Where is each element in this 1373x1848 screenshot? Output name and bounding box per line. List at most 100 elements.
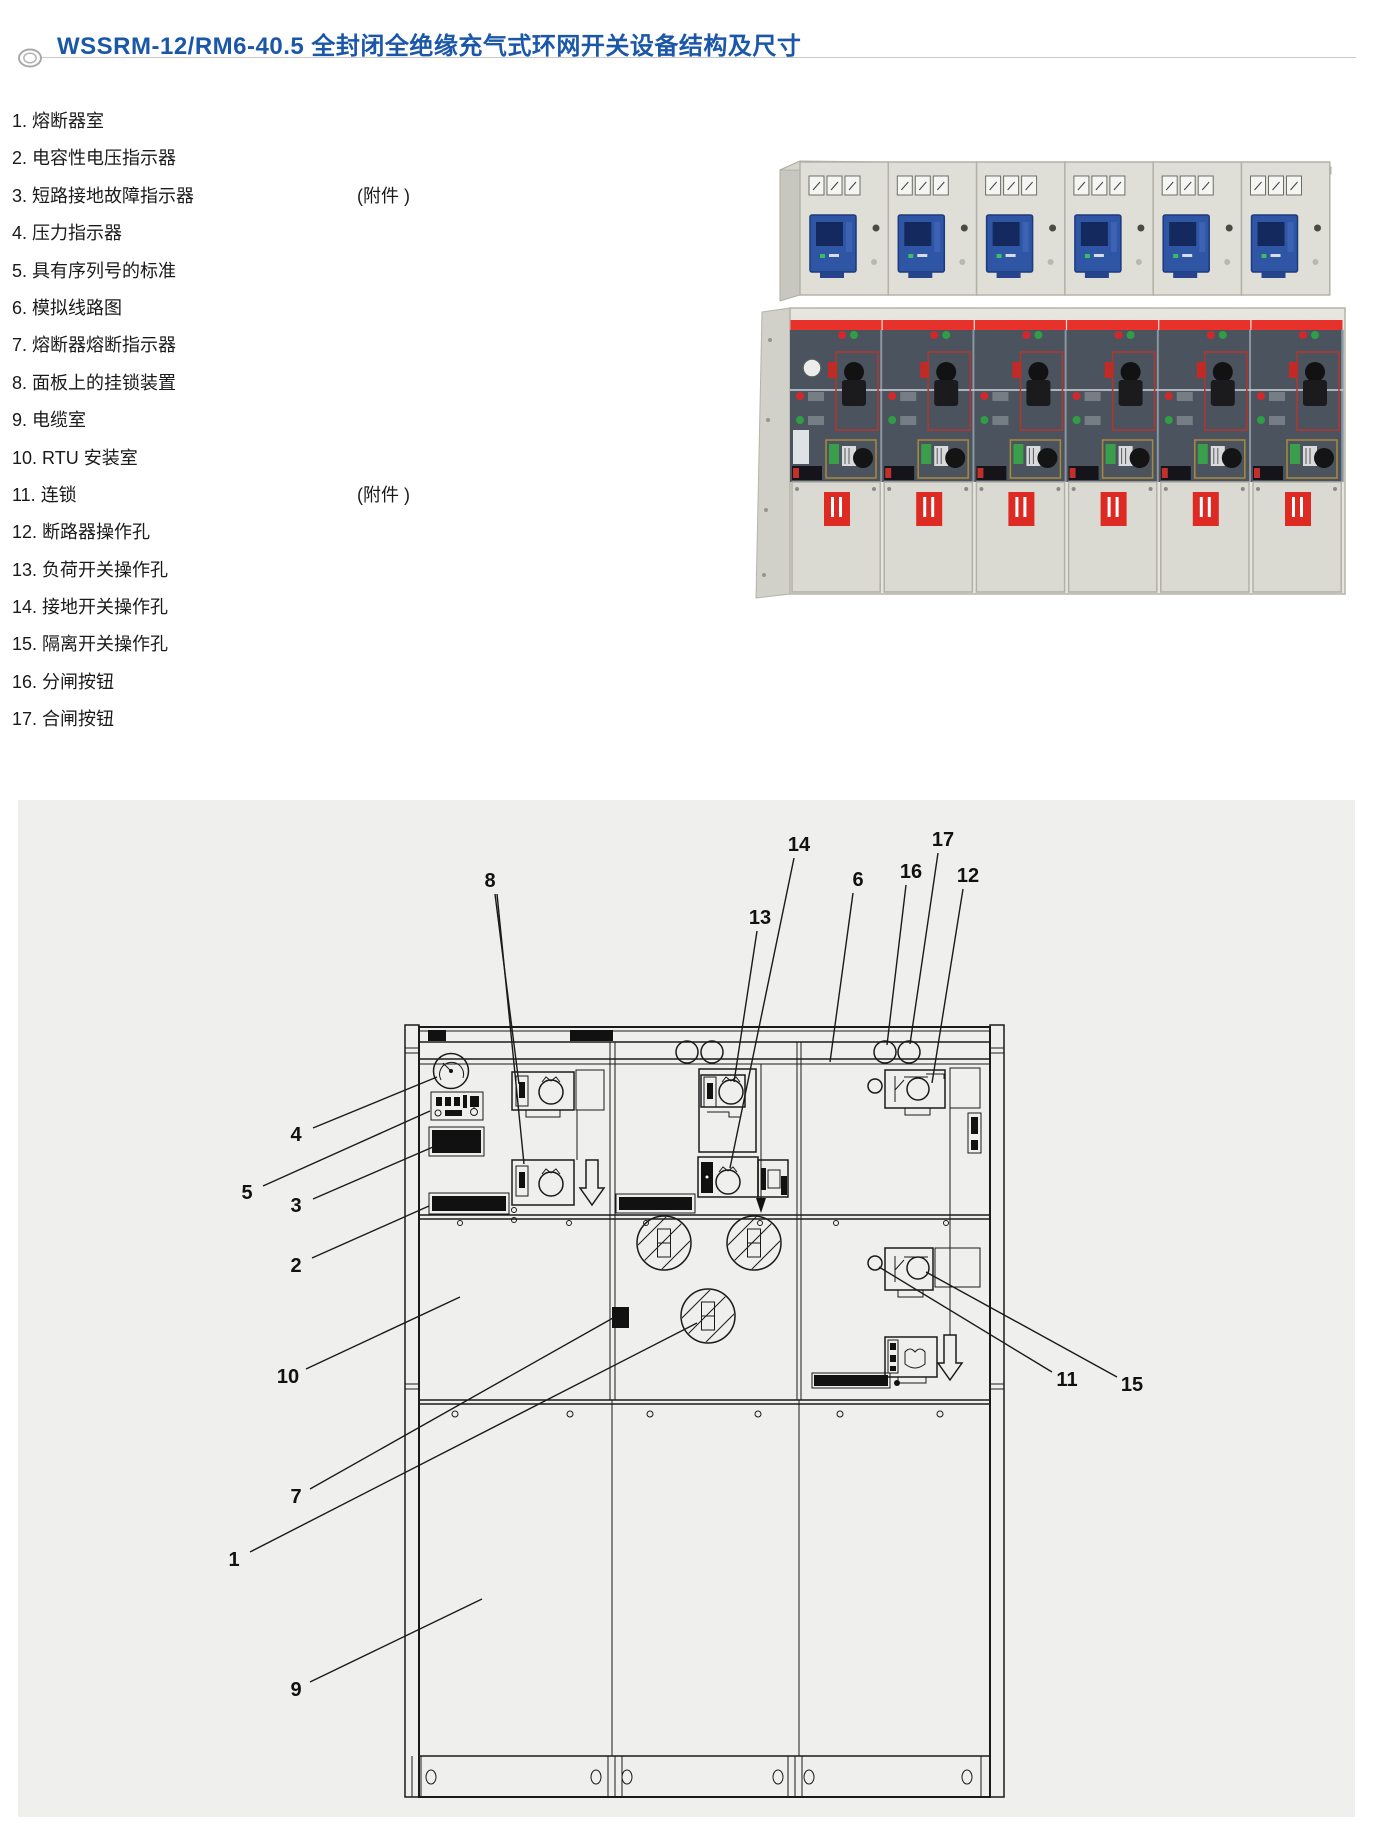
photo-relay-panel-3 <box>975 161 1066 296</box>
photo-switch-bay-2 <box>880 318 976 594</box>
parts-list-item-2: 2. 电容性电压指示器 <box>12 140 652 177</box>
photo-relay-panel-2 <box>887 161 978 296</box>
parts-list-item-15: 15. 隔离开关操作孔 <box>12 626 652 663</box>
right-bay-earthing-mech <box>884 1336 938 1384</box>
part-label: 6. 模拟线路图 <box>12 297 123 318</box>
parts-list-item-10: 10. RTU 安装室 <box>12 440 652 477</box>
cable-arrow <box>579 1159 605 1206</box>
part-label: 17. 合闸按钮 <box>12 709 115 730</box>
callout-number-4: 4 <box>290 1124 302 1146</box>
pressure-gauge <box>432 1052 470 1090</box>
callout-number-9: 9 <box>290 1679 301 1701</box>
photo-pressure-gauge <box>802 358 822 378</box>
callout-leader-14 <box>729 857 795 1169</box>
photo-relay-panel-5 <box>1152 161 1243 296</box>
part-label: 1. 熔断器室 <box>12 111 105 131</box>
callout-number-10: 10 <box>277 1366 299 1388</box>
callout-number-2: 2 <box>290 1255 301 1277</box>
part-label: 9. 电缆室 <box>12 410 87 431</box>
fuse-symbols <box>624 1203 788 1350</box>
callout-leader-7 <box>309 1317 614 1490</box>
photo-switch-bay-5 <box>1157 318 1253 594</box>
parts-list-item-11: 11. 连锁 (附件 ) <box>12 477 652 514</box>
photo-top-panels <box>799 161 1331 296</box>
right-bay-breaker-mech <box>867 1067 981 1116</box>
parts-list-item-5: 5. 具有序列号的标准 <box>12 253 652 290</box>
callout-leader-2 <box>311 1205 430 1259</box>
parts-list-item-8: 8. 面板上的挂锁装置 <box>12 365 652 402</box>
cabinet-side-rails <box>404 1024 1005 1798</box>
part-label: 4. 压力指示器 <box>12 223 123 244</box>
panel-screws <box>451 1220 949 1418</box>
cabinet-outline <box>418 1026 991 1798</box>
parts-list-item-17: 17. 合闸按钮 <box>12 701 652 738</box>
voltage-indicator-window <box>428 1192 517 1223</box>
fault-indicator-window <box>428 1126 485 1157</box>
parts-list-item-4: 4. 压力指示器 <box>12 215 652 252</box>
title-underline <box>40 57 1356 58</box>
photo-relay-panel-6 <box>1240 161 1331 296</box>
callout-number-14: 14 <box>788 834 811 856</box>
left-bay-upper-mech <box>511 1069 605 1118</box>
callout-number-13: 13 <box>749 907 771 929</box>
diagram-background <box>18 800 1355 1817</box>
serial-nameplate <box>430 1091 484 1121</box>
lifting-slot <box>428 1030 446 1041</box>
parts-list-item-16: 16. 分闸按钮 <box>12 664 652 701</box>
callout-leader-6 <box>829 892 854 1063</box>
page-title: WSSRM-12/RM6-40.5 全封闭全绝缘充气式环网开关设备结构及尺寸 <box>57 33 802 60</box>
callout-number-1: 1 <box>228 1549 239 1571</box>
parts-list-item-1: 1. 熔断器室 <box>12 103 652 140</box>
callout-number-3: 3 <box>290 1195 301 1217</box>
callout-leader-1 <box>249 1322 698 1553</box>
parts-list: 1. 熔断器室 2. 电容性电压指示器 3. 短路接地故障指示器(附件 ) 4. 压力… <box>12 103 652 739</box>
photo-switch-bay-4 <box>1065 318 1161 594</box>
lifting-slot <box>570 1030 613 1041</box>
parts-list-item-13: 13. 负荷开关操作孔 <box>12 552 652 589</box>
callout-leader-9 <box>309 1598 483 1683</box>
parts-list-item-12: 12. 断路器操作孔 <box>12 514 652 551</box>
callout-number-12: 12 <box>957 865 979 887</box>
parts-list-item-6: 6. 模拟线路图 <box>12 290 652 327</box>
callout-leader-3 <box>312 1146 434 1200</box>
bay-dividers <box>609 1042 802 1756</box>
product-photo <box>755 160 1346 599</box>
middle-voltage-indicator-window <box>615 1193 696 1214</box>
part-note: (附件 ) <box>357 484 410 505</box>
part-label: 16. 分闸按钮 <box>12 671 115 692</box>
callout-number-5: 5 <box>241 1182 252 1204</box>
ring-icon <box>18 48 42 68</box>
callout-leader-8 <box>496 893 525 1165</box>
part-label: 12. 断路器操作孔 <box>12 522 151 543</box>
callout-leader-15 <box>925 1271 1118 1378</box>
photo-relay-panel-4 <box>1064 161 1154 296</box>
right-bay-selector-device <box>967 1112 982 1154</box>
part-label: 8. 面板上的挂锁装置 <box>12 372 177 393</box>
photo-document-holder <box>793 430 809 464</box>
callout-number-15: 15 <box>1121 1374 1143 1396</box>
callout-number-16: 16 <box>900 861 922 883</box>
callout-number-17: 17 <box>932 829 954 851</box>
parts-list-item-9: 9. 电缆室 <box>12 402 652 439</box>
pushbutton-circles <box>675 1040 921 1064</box>
callout-leader-4 <box>312 1076 438 1129</box>
right-cable-arrow <box>937 1334 963 1381</box>
parts-list-item-3: 3. 短路接地故障指示器(附件 ) <box>12 178 652 215</box>
fuse-blown-indicator <box>612 1307 629 1328</box>
callout-number-8: 8 <box>484 870 495 892</box>
right-bay-interlock-mech <box>867 1247 981 1298</box>
callout-leader-11 <box>878 1266 1053 1373</box>
part-label: 13. 负荷开关操作孔 <box>12 559 169 580</box>
callout-leader-5 <box>262 1110 431 1187</box>
part-label: 2. 电容性电压指示器 <box>12 148 177 169</box>
part-label: 11. 连锁 <box>12 484 77 505</box>
part-label: 7. 熔断器熔断指示器 <box>12 335 177 356</box>
cabinet-base <box>411 1756 982 1797</box>
callout-leader-17 <box>909 852 939 1045</box>
part-label: 15. 隔离开关操作孔 <box>12 634 169 655</box>
part-label: 5. 具有序列号的标准 <box>12 260 177 281</box>
